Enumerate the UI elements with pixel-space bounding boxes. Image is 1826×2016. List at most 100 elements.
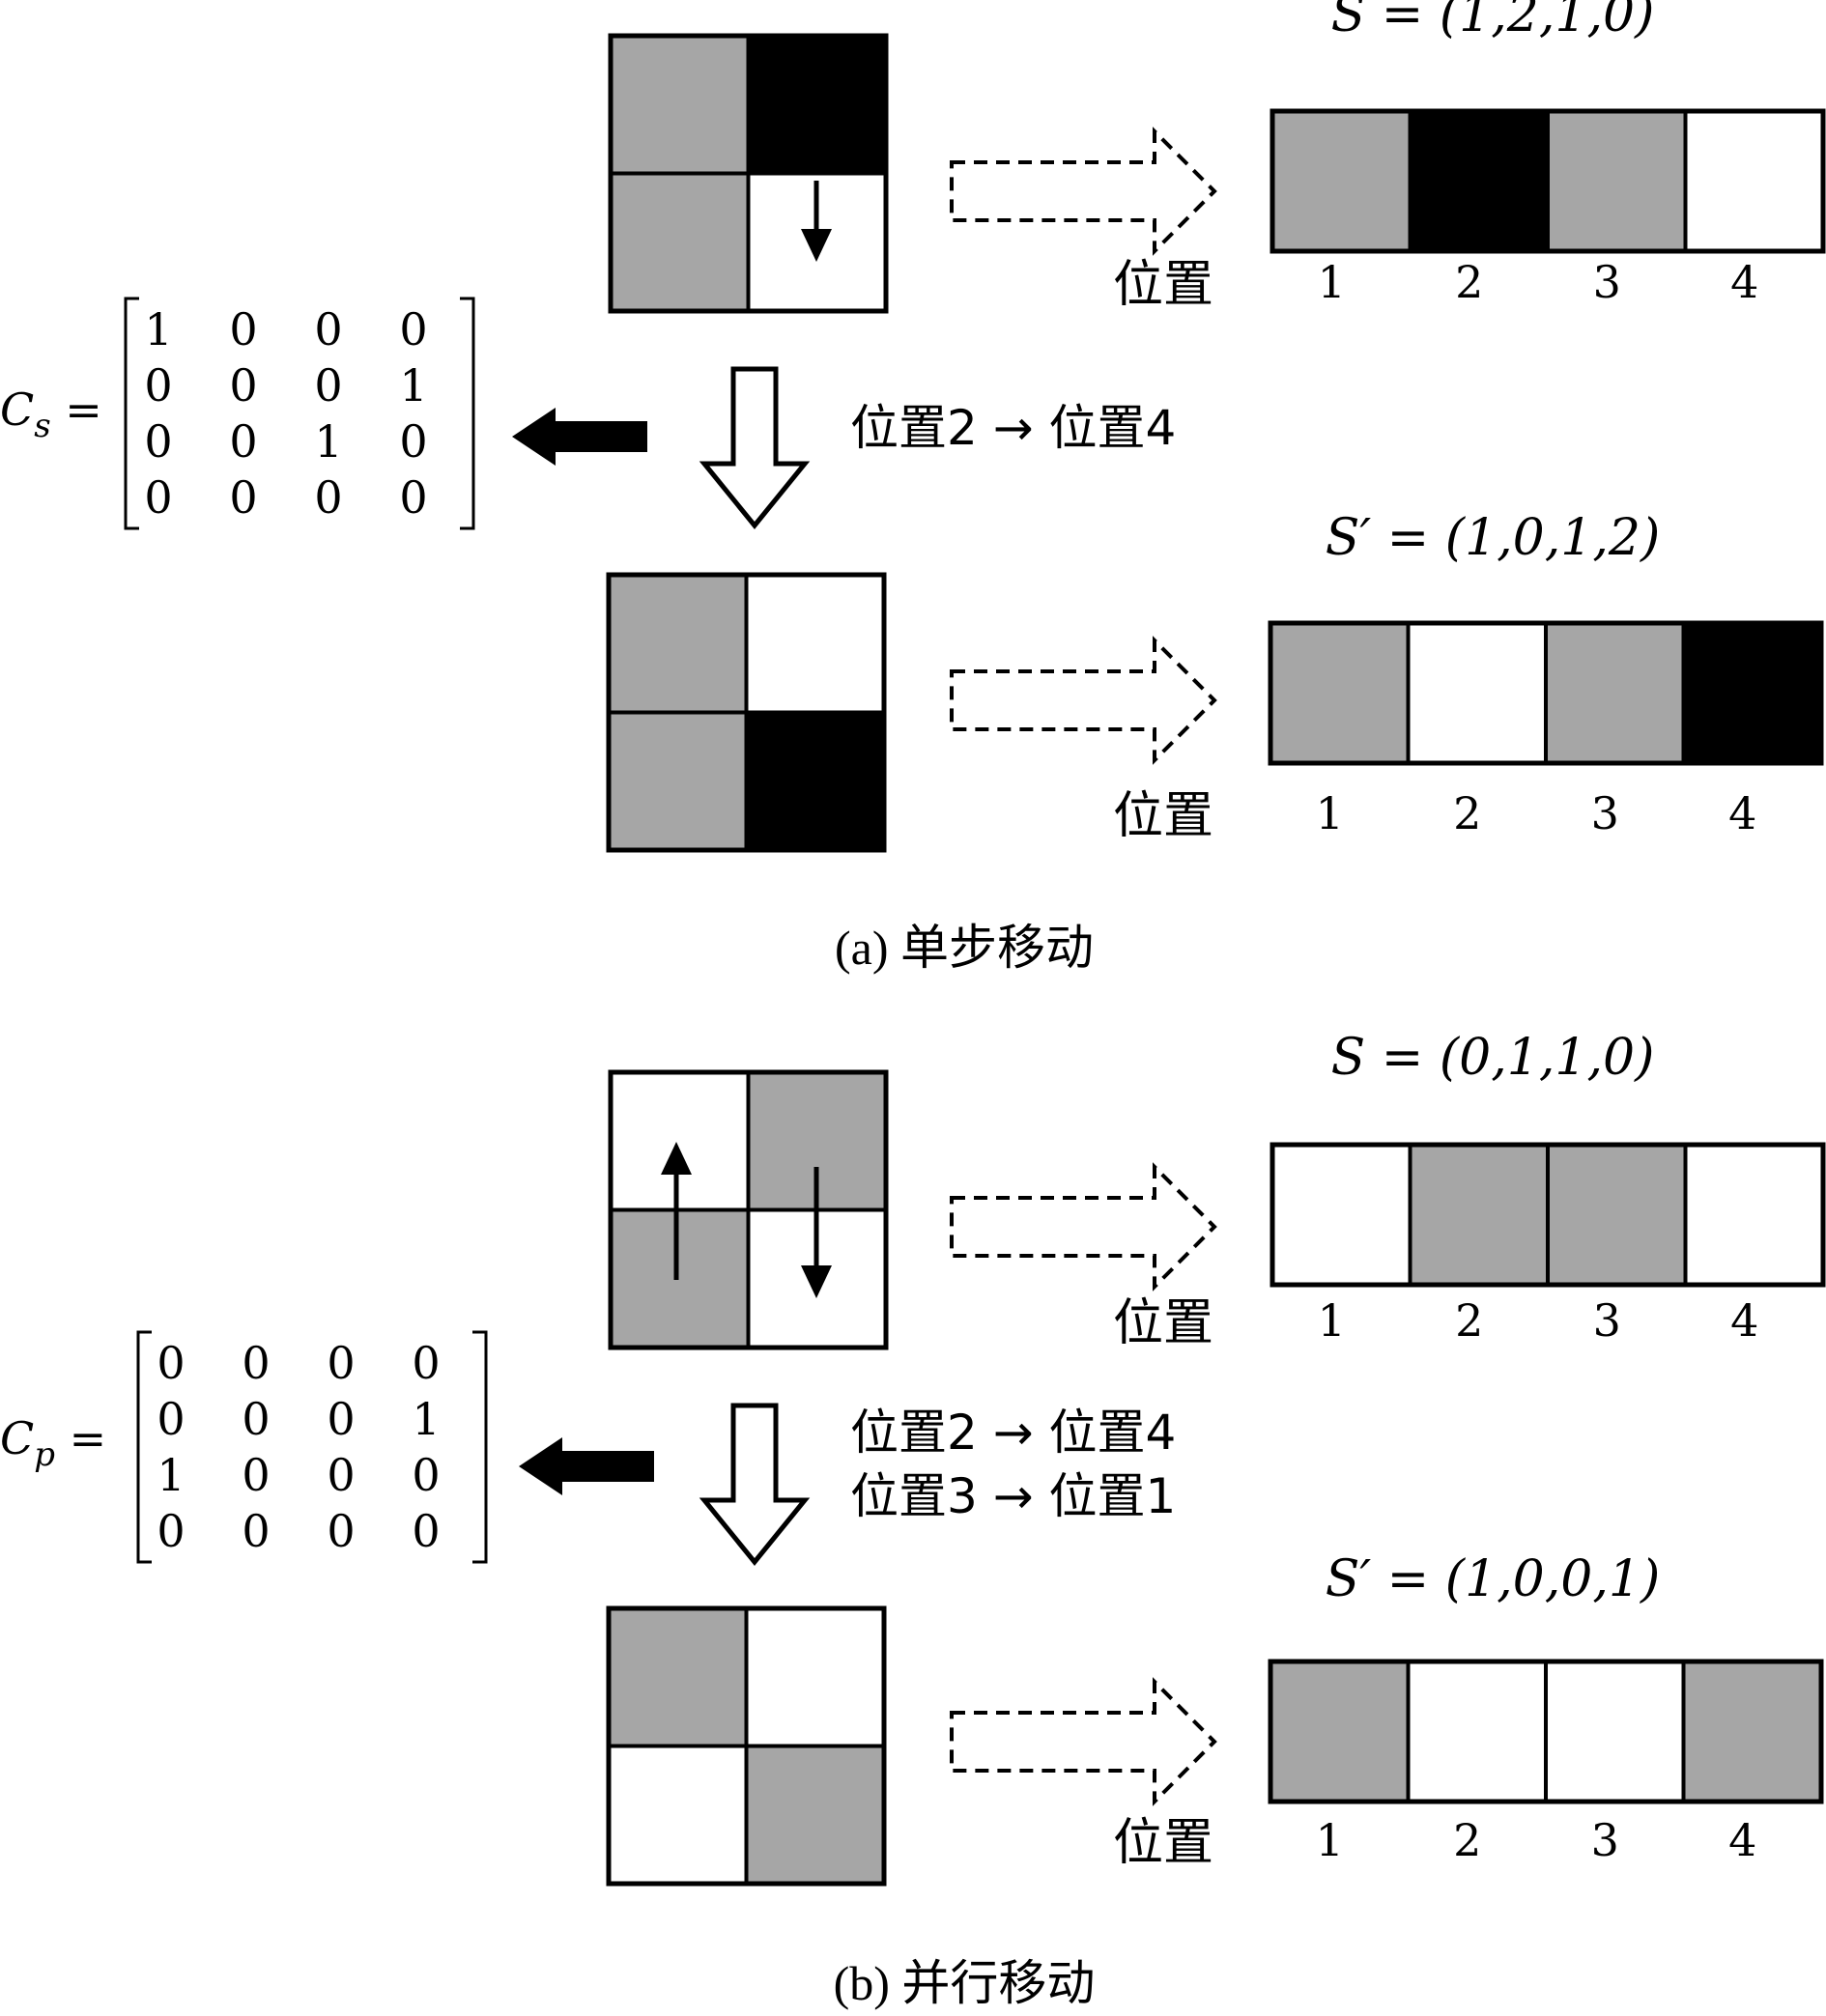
position-number: 3 [1591, 787, 1619, 839]
panel-b-position-row-before: 位置 1 2 3 4 [1113, 1294, 1758, 1352]
matrix-entry: 0 [399, 471, 427, 524]
grid-border [606, 1605, 887, 1887]
matrix-entry: 0 [229, 415, 257, 468]
panel-b-state-bar-after [1268, 1659, 1824, 1804]
matrix-entry: 0 [144, 471, 172, 524]
arrow-head [801, 229, 832, 262]
position-label: 位置 [1113, 1294, 1213, 1352]
position-label: 位置 [1113, 787, 1213, 845]
state-cell [1681, 621, 1823, 765]
state-cell [1544, 1660, 1686, 1803]
panel-a-grid-after [606, 572, 887, 853]
panel-b-matrix-symbol: Cp = [0, 1412, 106, 1474]
state-cell [1270, 109, 1412, 253]
position-number: 3 [1593, 256, 1621, 308]
position-number: 2 [1453, 1814, 1481, 1866]
state-cell [1683, 1143, 1825, 1287]
grid-cell [609, 1207, 751, 1349]
matrix-entry: 1 [157, 1449, 185, 1501]
state-border [1270, 1142, 1826, 1288]
matrix-entry: 0 [314, 471, 342, 524]
matrix-entry: 1 [314, 415, 342, 468]
panel-a-matrix-symbol: Cs = [0, 383, 102, 445]
matrix-entry: 0 [157, 1505, 185, 1557]
arrow-head [661, 1142, 692, 1175]
state-cell [1406, 621, 1548, 765]
grid-cell [609, 1070, 751, 1212]
matrix-entry: 1 [399, 359, 427, 412]
state-cell [1546, 1143, 1688, 1287]
matrix-entry: 0 [157, 1393, 185, 1445]
state-border [1268, 620, 1824, 766]
grid-cell [609, 171, 751, 313]
matrix-entry: 0 [242, 1337, 270, 1389]
panel-a-state-bar-before [1270, 108, 1826, 254]
matrix-entry: 0 [327, 1449, 355, 1501]
grid-cell [607, 1744, 749, 1886]
grid-cell [744, 1744, 886, 1886]
panel-b-grid-before [608, 1069, 889, 1350]
panel-a-caption: (a) 单步移动 [835, 921, 1094, 975]
panel-a-solid-left-arrow [512, 408, 647, 466]
matrix-right-bracket [472, 1330, 488, 1564]
state-cell [1544, 621, 1686, 765]
grid-cell [607, 573, 749, 715]
matrix-entry: 0 [144, 359, 172, 412]
position-number: 2 [1455, 256, 1483, 308]
panel-a-state-label-before: S = (1,2,1,0) [1331, 0, 1655, 43]
panel-a-state-label-after: S′ = (1,0,1,2) [1326, 509, 1661, 567]
panel-a-move-text: 位置2 → 位置4 [850, 400, 1176, 456]
matrix-entry: 0 [157, 1337, 185, 1389]
state-cell [1408, 1143, 1550, 1287]
matrix-entry: 0 [314, 303, 342, 355]
matrix-entry: 0 [242, 1449, 270, 1501]
position-number: 1 [1318, 256, 1346, 308]
matrix-entry: 1 [144, 303, 172, 355]
panel-b-transition-arrow [699, 1403, 811, 1566]
grid-cell [744, 1606, 886, 1748]
position-number: 1 [1318, 1294, 1346, 1347]
matrix-entry: 0 [412, 1449, 440, 1501]
matrix-entry: 0 [412, 1505, 440, 1557]
state-cell [1683, 109, 1825, 253]
position-number: 2 [1455, 1294, 1483, 1347]
position-number: 3 [1593, 1294, 1621, 1347]
grid-cell [607, 710, 749, 852]
matrix-entry: 0 [314, 359, 342, 412]
panel-b-move-text: 位置3 → 位置1 [850, 1468, 1176, 1524]
matrix-entry: 0 [242, 1393, 270, 1445]
position-number: 1 [1316, 1814, 1344, 1866]
panel-a-transition-arrow [699, 366, 811, 529]
state-border [1270, 108, 1826, 254]
matrix-entry: 0 [144, 415, 172, 468]
matrix-entry: 1 [412, 1393, 440, 1445]
state-cell [1408, 109, 1550, 253]
grid-cell [609, 34, 751, 176]
matrix-right-bracket [460, 297, 475, 530]
panel-b-grid-after [606, 1605, 887, 1887]
position-number: 4 [1730, 256, 1758, 308]
panel-b-solid-left-arrow [519, 1437, 654, 1495]
state-cell [1546, 109, 1688, 253]
panel-a-state-bar-after [1268, 620, 1824, 766]
panel-b-move-text: 位置2 → 位置4 [850, 1405, 1176, 1461]
state-cell [1270, 1143, 1412, 1287]
panel-b-state-bar-before [1270, 1142, 1826, 1288]
position-label: 位置 [1113, 1814, 1213, 1872]
position-number: 4 [1730, 1294, 1758, 1347]
state-border [1268, 1659, 1824, 1804]
grid-border [606, 572, 887, 853]
position-number: 4 [1728, 1814, 1756, 1866]
state-cell [1269, 621, 1411, 765]
matrix-entry: 0 [327, 1505, 355, 1557]
position-number: 1 [1316, 787, 1344, 839]
position-label: 位置 [1113, 256, 1213, 314]
panel-b-state-label-before: S = (0,1,1,0) [1331, 1029, 1655, 1087]
state-cell [1681, 1660, 1823, 1803]
position-number: 2 [1453, 787, 1481, 839]
matrix-entry: 0 [242, 1505, 270, 1557]
